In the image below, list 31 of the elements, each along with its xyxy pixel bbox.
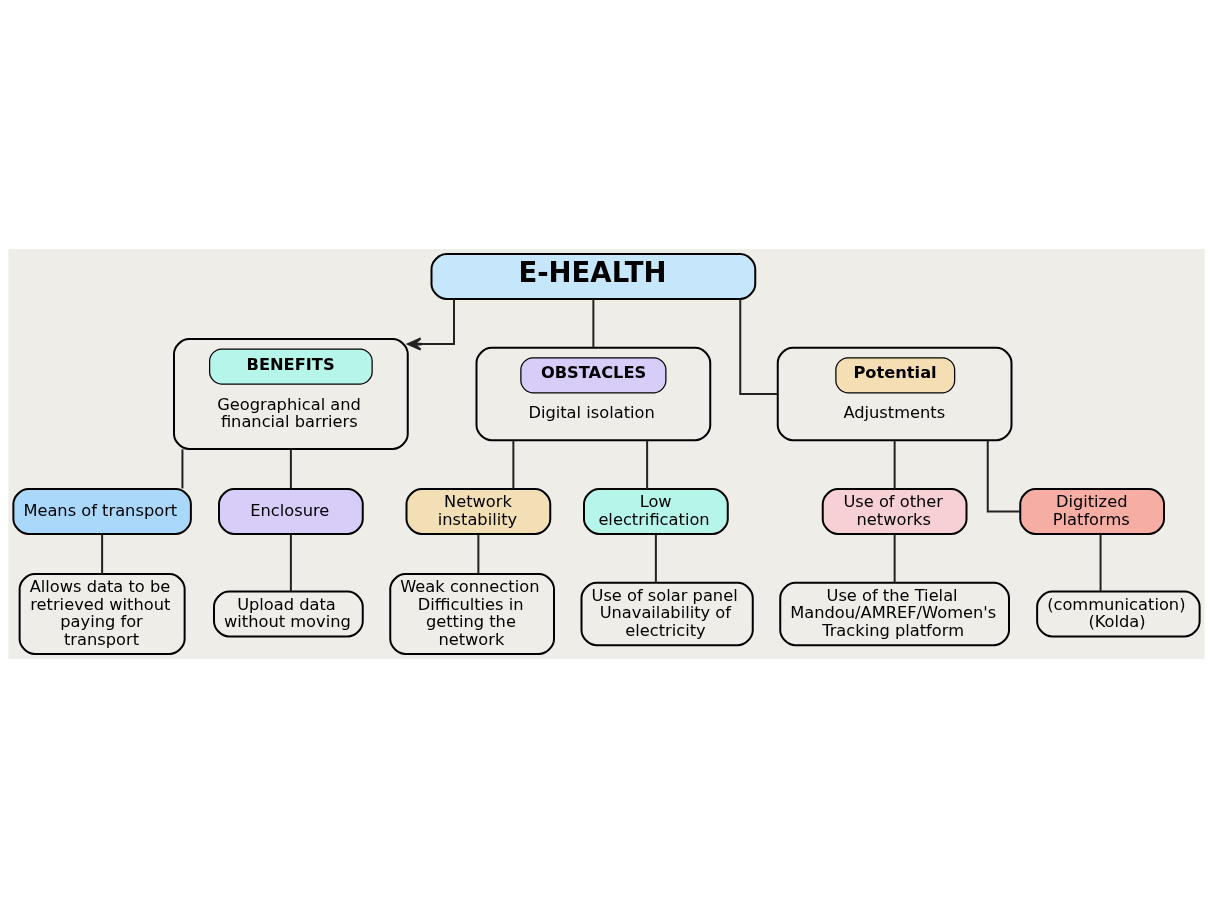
node-box: Use of other networks	[821, 487, 968, 535]
node-box: Means of transport	[12, 487, 192, 535]
node-box: E-HEALTH	[430, 252, 757, 300]
node-box: Use of the Tielal Mandou/AMREF/Women's Tracking platform	[779, 581, 1010, 646]
connector	[739, 297, 779, 395]
connector	[477, 532, 480, 575]
connector	[893, 532, 896, 583]
connector	[512, 438, 515, 490]
node-box: Low electrification	[583, 487, 729, 535]
connector	[181, 447, 184, 489]
node-box: Potential Adjustments	[776, 346, 1013, 441]
connector	[592, 297, 595, 349]
node-box: Upload data without moving	[213, 590, 364, 637]
node-box: Weak connection Difficulties in getting the network	[389, 572, 555, 655]
connector	[1099, 532, 1102, 592]
arrow	[407, 297, 455, 351]
node-box: Digitized Platforms	[1019, 487, 1165, 535]
connector	[654, 532, 657, 583]
connector	[986, 438, 1022, 512]
node-box: OBSTACLES Digital isolation	[475, 346, 712, 441]
node-box: Enclosure	[218, 487, 364, 535]
node-box: (communication) (Kolda)	[1036, 590, 1201, 637]
connector	[893, 438, 896, 490]
connector	[101, 532, 104, 575]
node-box: Allows data to be retrieved without paying for transport	[18, 572, 186, 655]
node-box: BENEFITS Geographical and financial barriers	[173, 337, 409, 450]
node-box: Network instability	[405, 487, 552, 535]
connector	[289, 447, 292, 489]
connector	[289, 532, 292, 592]
connector	[646, 438, 649, 490]
node-box: Use of solar panel Unavailability of electricity	[580, 581, 754, 646]
